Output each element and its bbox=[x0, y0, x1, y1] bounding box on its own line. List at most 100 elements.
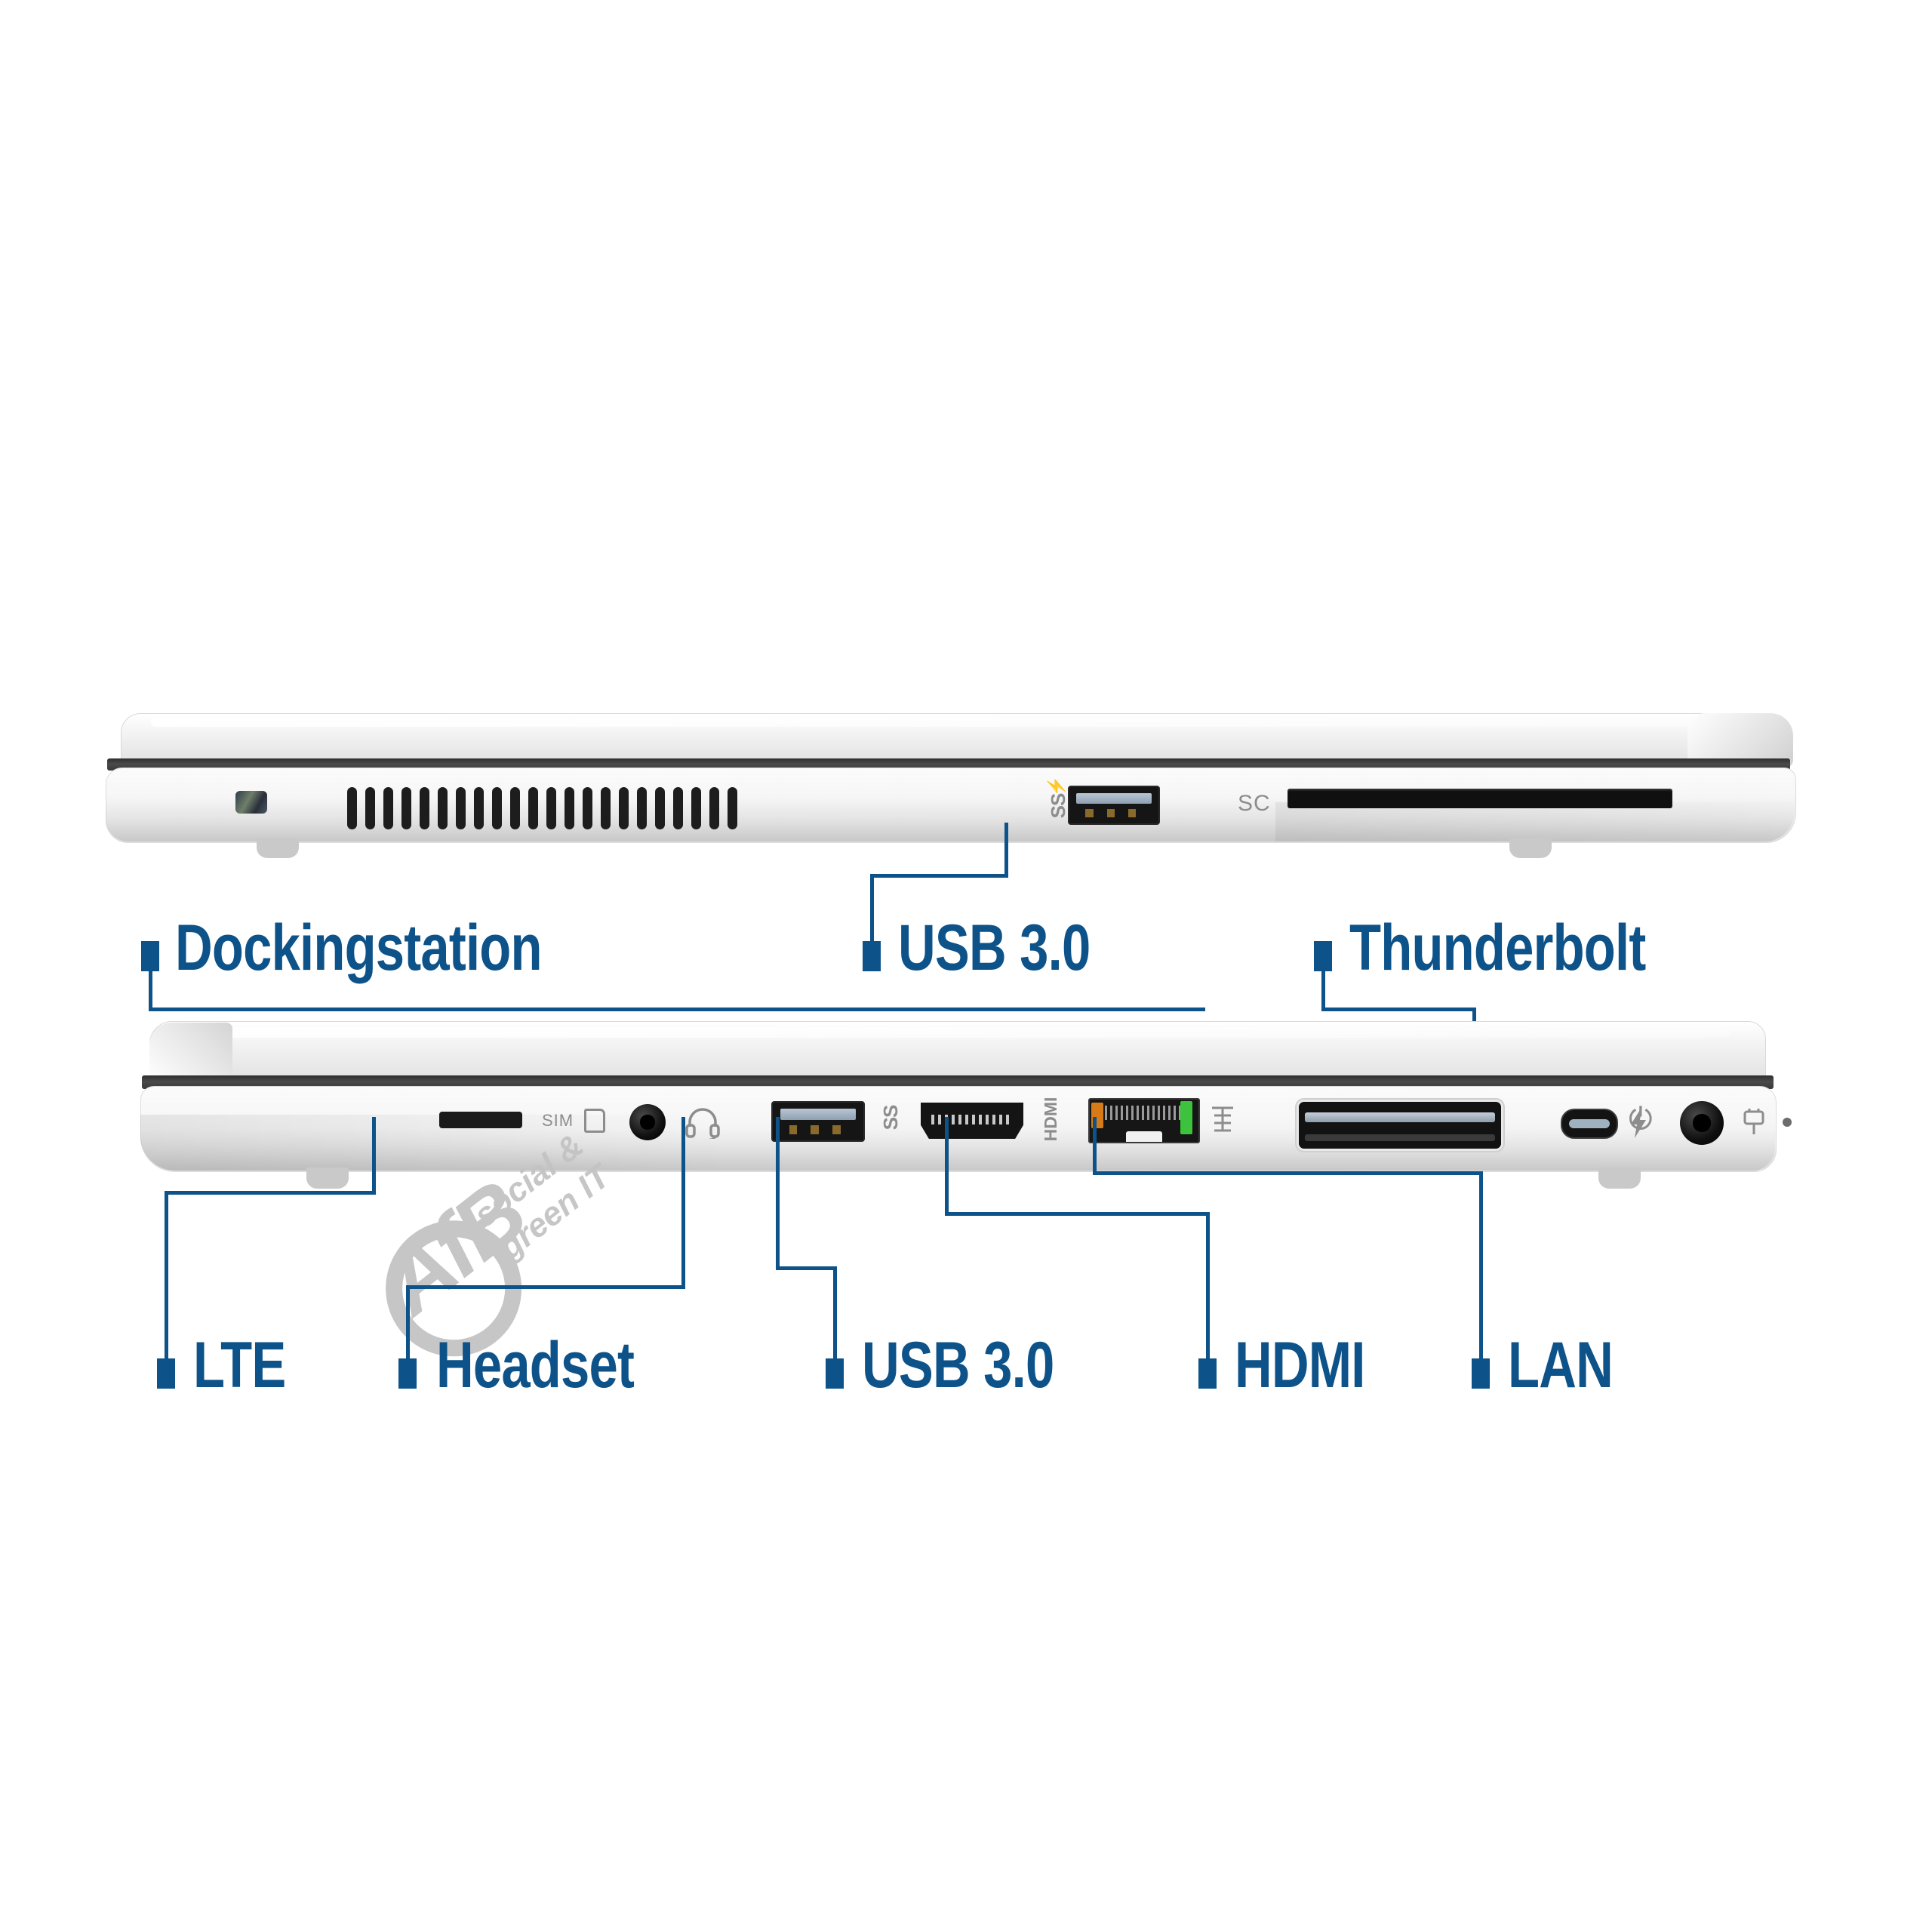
vent-slat bbox=[619, 787, 629, 829]
vent-slat bbox=[474, 787, 484, 829]
leader-lte-to-port bbox=[372, 1117, 376, 1192]
vent-slat bbox=[347, 787, 357, 829]
laptop-foot-left bbox=[257, 838, 299, 858]
vent-slat bbox=[420, 787, 429, 829]
callout-marker-thunderbolt bbox=[1314, 941, 1332, 971]
smartcard-label: SC bbox=[1238, 791, 1271, 816]
vent-slat bbox=[673, 787, 683, 829]
leader-hdmi-horizontal bbox=[945, 1212, 1210, 1216]
leader-lan-horizontal bbox=[1093, 1171, 1483, 1175]
leader-headset-rise bbox=[406, 1285, 410, 1361]
base-bevel-sweep bbox=[1275, 802, 1796, 841]
lid-highlight bbox=[151, 718, 1721, 727]
leader-usb30-top-drop bbox=[1004, 823, 1008, 877]
hdmi-label: HDMI bbox=[1041, 1097, 1060, 1142]
vent-slat bbox=[601, 787, 611, 829]
leader-thunderbolt-drop bbox=[1321, 971, 1325, 1011]
vent-slat bbox=[456, 787, 466, 829]
power-jack-hole bbox=[1693, 1114, 1711, 1132]
bottom-laptop-side-view: SIM SS HDMI bbox=[106, 1015, 1796, 1189]
leader-usb30-top-rise bbox=[870, 874, 874, 951]
rj45-notch bbox=[1125, 1131, 1163, 1142]
sim-card-icon bbox=[584, 1109, 605, 1133]
leader-usb30-bottom-to-port bbox=[776, 1117, 780, 1269]
thunderbolt-icon bbox=[1631, 1106, 1646, 1138]
security-lock-slot bbox=[235, 791, 267, 814]
usb-pin bbox=[1085, 808, 1094, 818]
usb-pin bbox=[1128, 808, 1137, 818]
leader-lan-rise bbox=[1479, 1171, 1483, 1361]
callout-label-lte: LTE bbox=[193, 1329, 286, 1401]
leader-thunderbolt-horizontal bbox=[1321, 1008, 1476, 1011]
leader-hdmi-rise bbox=[1206, 1212, 1210, 1361]
callout-label-usb30-bottom: USB 3.0 bbox=[862, 1329, 1054, 1401]
hdmi-contacts bbox=[931, 1115, 1014, 1124]
sim-label: SIM bbox=[542, 1111, 574, 1130]
smartcard-reader-slot[interactable] bbox=[1287, 789, 1672, 808]
jack-hole bbox=[640, 1115, 655, 1130]
callout-marker-hdmi bbox=[1198, 1358, 1217, 1389]
leader-lte-rise bbox=[165, 1191, 168, 1360]
base-bevel-sweep bbox=[140, 1115, 714, 1171]
laptop-foot-right bbox=[1598, 1168, 1641, 1189]
laptop-foot-right bbox=[1509, 838, 1552, 858]
usb-tongue bbox=[1076, 792, 1152, 804]
dock-rail-bottom bbox=[1305, 1134, 1495, 1142]
lan-led-green bbox=[1180, 1101, 1192, 1134]
vent-slat bbox=[401, 787, 411, 829]
vent-slat bbox=[365, 787, 375, 829]
callout-label-usb30-top: USB 3.0 bbox=[898, 912, 1091, 984]
vent-slat bbox=[546, 787, 556, 829]
callout-label-lan: LAN bbox=[1508, 1329, 1614, 1401]
usb-pin bbox=[832, 1125, 841, 1134]
usb-pin bbox=[789, 1125, 798, 1134]
laptop-foot-left bbox=[306, 1168, 349, 1189]
usb-a-port-bottom[interactable] bbox=[771, 1101, 865, 1142]
vent-slat bbox=[510, 787, 520, 829]
callout-marker-headset bbox=[398, 1358, 417, 1389]
callout-label-dockingstation: Dockingstation bbox=[175, 912, 543, 984]
lid-left-corner bbox=[149, 1023, 232, 1083]
vent-grille bbox=[347, 787, 737, 829]
vent-slat bbox=[583, 787, 592, 829]
vent-slat bbox=[709, 787, 719, 829]
power-plug-icon bbox=[1743, 1109, 1764, 1134]
usb-a-port-top[interactable] bbox=[1068, 786, 1160, 825]
vent-slat bbox=[655, 787, 665, 829]
headset-jack[interactable] bbox=[629, 1104, 666, 1140]
usb-pin bbox=[811, 1125, 820, 1134]
callout-marker-lan bbox=[1472, 1358, 1490, 1389]
vent-slat bbox=[528, 787, 538, 829]
power-jack[interactable] bbox=[1680, 1101, 1724, 1145]
usb-pin bbox=[1106, 808, 1115, 818]
vent-slat bbox=[637, 787, 647, 829]
leader-usb30-top-horizontal bbox=[870, 874, 1008, 878]
callout-label-thunderbolt: Thunderbolt bbox=[1349, 912, 1646, 984]
lid-base-gap bbox=[142, 1075, 1774, 1089]
dock-rail-top bbox=[1305, 1112, 1495, 1123]
rj45-contacts bbox=[1105, 1105, 1183, 1120]
callout-marker-dockingstation bbox=[141, 941, 159, 971]
power-led-indicator bbox=[1783, 1118, 1792, 1127]
lid-highlight bbox=[175, 1027, 1730, 1038]
leader-lan-to-port bbox=[1093, 1117, 1097, 1174]
sim-slot[interactable] bbox=[439, 1112, 522, 1128]
leader-dockingstation-horizontal bbox=[149, 1008, 1205, 1011]
hdmi-port[interactable] bbox=[921, 1103, 1023, 1139]
leader-lte-horizontal bbox=[165, 1191, 376, 1195]
dock-connector[interactable] bbox=[1297, 1100, 1503, 1151]
headset-icon bbox=[685, 1108, 720, 1139]
leader-dockingstation-vertical bbox=[149, 971, 152, 1011]
usb-charging-bolt-icon: ⚡ bbox=[1047, 776, 1066, 797]
callout-marker-usb30-bottom bbox=[826, 1358, 844, 1389]
vent-slat bbox=[691, 787, 701, 829]
top-laptop-side-view: SS ⚡ SC bbox=[106, 713, 1796, 858]
usb-c-thunderbolt-port[interactable] bbox=[1561, 1109, 1618, 1139]
callout-marker-lte bbox=[157, 1358, 175, 1389]
vent-slat bbox=[492, 787, 502, 829]
network-icon bbox=[1212, 1106, 1233, 1132]
leader-usb30-bottom-rise bbox=[833, 1266, 837, 1361]
usbc-tongue bbox=[1568, 1118, 1611, 1129]
leader-headset-horizontal bbox=[406, 1285, 685, 1289]
